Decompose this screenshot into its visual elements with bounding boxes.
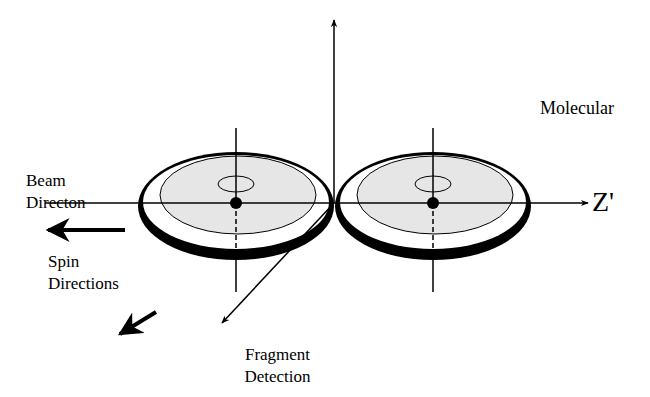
vertical-axis — [333, 20, 335, 203]
axis-label: Molecular — [540, 97, 640, 120]
spin-label: Spin Directions — [48, 251, 138, 295]
beam-arrow — [48, 228, 125, 232]
detection-arrow — [222, 203, 334, 323]
beam-label: Beam Directon — [26, 170, 106, 214]
detection-label: Fragment Detection — [230, 344, 325, 388]
axis-name: Z' — [592, 184, 642, 220]
spin-arrow — [120, 312, 156, 334]
z-axis — [45, 202, 588, 204]
